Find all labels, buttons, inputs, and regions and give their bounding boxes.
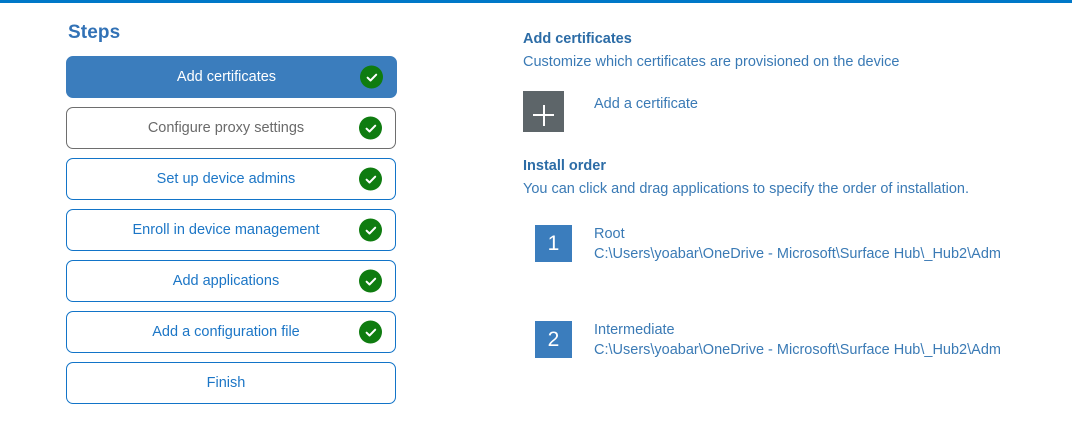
step-label: Add applications — [172, 273, 280, 289]
order-item-name: Root — [594, 226, 625, 242]
step-item-finish[interactable]: Finish — [66, 362, 396, 404]
section-subtitle-add-certificates: Customize which certificates are provisi… — [523, 54, 900, 70]
step-item-add-applications[interactable]: Add applications — [66, 260, 396, 302]
step-item-configure-proxy-settings[interactable]: Configure proxy settings — [66, 107, 396, 149]
install-order-section: Install order You can click and drag app… — [523, 157, 1063, 199]
steps-panel: Steps Add certificates Configure proxy s… — [66, 22, 406, 413]
check-circle-icon — [359, 218, 382, 242]
top-accent-rule — [0, 0, 1072, 3]
step-label: Set up device admins — [156, 171, 296, 187]
order-number-badge: 1 — [535, 225, 572, 262]
check-circle-icon — [359, 167, 382, 191]
step-label: Add certificates — [176, 69, 277, 85]
check-circle-icon — [359, 116, 382, 140]
install-order-list: 1 Root C:\Users\yoabar\OneDrive - Micros… — [523, 225, 1063, 360]
order-item-text: Root C:\Users\yoabar\OneDrive - Microsof… — [594, 225, 1001, 264]
order-item-path: C:\Users\yoabar\OneDrive - Microsoft\Sur… — [594, 246, 1001, 262]
list-item[interactable]: 2 Intermediate C:\Users\yoabar\OneDrive … — [523, 321, 1063, 360]
check-circle-icon — [359, 269, 382, 293]
section-heading-install-order: Install order — [523, 158, 606, 174]
add-certificate-button[interactable]: Add a certificate — [523, 91, 1063, 132]
step-item-add-a-configuration-file[interactable]: Add a configuration file — [66, 311, 396, 353]
order-item-path: C:\Users\yoabar\OneDrive - Microsoft\Sur… — [594, 342, 1001, 358]
page-title: Steps — [68, 22, 121, 43]
section-heading-add-certificates: Add certificates — [523, 31, 632, 47]
step-item-set-up-device-admins[interactable]: Set up device admins — [66, 158, 396, 200]
step-item-add-certificates[interactable]: Add certificates — [66, 56, 397, 98]
order-item-name: Intermediate — [594, 322, 675, 338]
order-item-text: Intermediate C:\Users\yoabar\OneDrive - … — [594, 321, 1001, 360]
section-subtitle-install-order: You can click and drag applications to s… — [523, 181, 970, 197]
check-circle-icon — [359, 320, 382, 344]
step-label: Add a configuration file — [152, 324, 300, 340]
step-label: Configure proxy settings — [147, 120, 305, 136]
step-label: Enroll in device management — [132, 222, 320, 238]
add-certificate-label: Add a certificate — [594, 96, 698, 112]
plus-icon[interactable] — [523, 91, 564, 132]
step-item-enroll-in-device-management[interactable]: Enroll in device management — [66, 209, 396, 251]
list-item[interactable]: 1 Root C:\Users\yoabar\OneDrive - Micros… — [523, 225, 1063, 264]
check-circle-icon — [360, 65, 383, 89]
step-label: Finish — [206, 375, 246, 391]
detail-panel: Add certificates Customize which certifi… — [523, 30, 1063, 417]
order-number-badge: 2 — [535, 321, 572, 358]
